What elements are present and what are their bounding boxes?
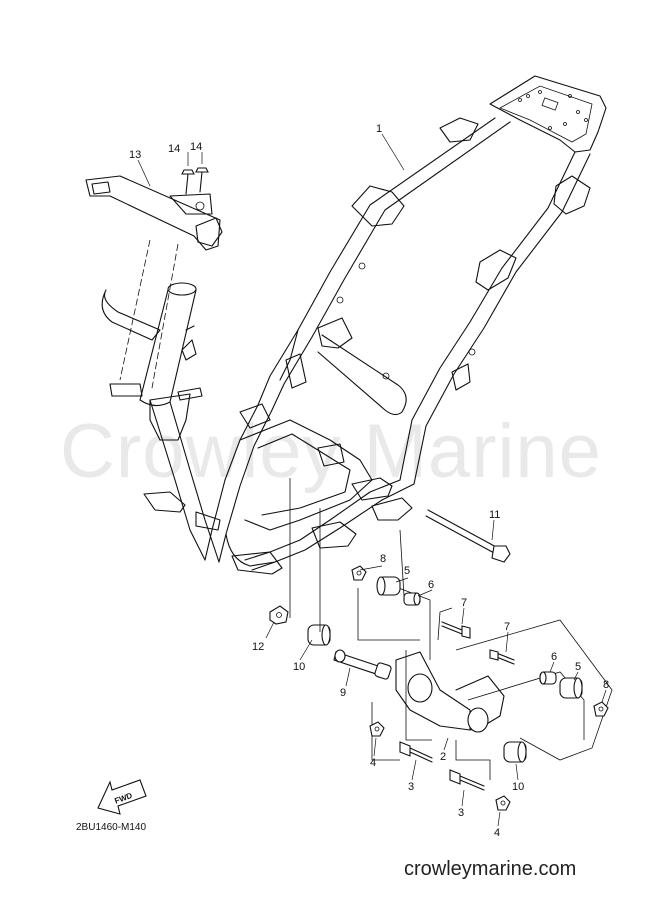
callout-5b: 5: [575, 661, 581, 673]
bolt-14b: [195, 167, 209, 193]
callout-4b: 4: [494, 827, 500, 839]
nut-4b: [495, 795, 511, 811]
bushing-10a: [307, 624, 331, 646]
callout-3b: 3: [458, 807, 464, 819]
bushing-5b: [559, 677, 583, 699]
head-pipe: [101, 282, 221, 563]
fwd-arrow-icon: FWD: [97, 779, 147, 815]
bolt-7b: [489, 649, 515, 665]
callout-10b: 10: [512, 781, 524, 793]
collar-6b: [539, 671, 557, 685]
bolt-3b: [449, 769, 485, 791]
diagram-code: 2BU1460-M140: [76, 822, 147, 833]
nut-12: [269, 605, 289, 625]
shaft-9: [333, 649, 392, 680]
engine-mount-2: [357, 579, 613, 780]
callout-6b: 6: [551, 651, 557, 663]
callout-7a: 7: [461, 597, 467, 609]
callout-5a: 5: [404, 565, 410, 577]
bolt-7a: [441, 621, 471, 639]
callout-6a: 6: [428, 579, 434, 591]
callout-14b: 14: [190, 141, 202, 153]
callout-2: 2: [440, 751, 446, 763]
nut-4a: [369, 721, 385, 737]
leader-lines: [137, 133, 607, 827]
watermark-text: Crowley Marine: [60, 409, 602, 494]
callout-9: 9: [340, 687, 346, 699]
callout-13: 13: [129, 149, 141, 161]
callout-4a: 4: [370, 757, 376, 769]
front-bracket-13: [85, 175, 223, 389]
callout-1: 1: [376, 123, 382, 135]
bolt-3a: [399, 741, 433, 763]
callout-14a: 14: [168, 143, 180, 155]
callout-3a: 3: [408, 781, 414, 793]
bolt-14a: [181, 169, 195, 195]
nut-8b: [593, 701, 609, 717]
site-url: crowleymarine.com: [404, 858, 577, 880]
guide-lines: [289, 478, 405, 632]
collar-6a: [403, 592, 421, 606]
callout-8b: 8: [603, 679, 609, 691]
callout-7b: 7: [504, 621, 510, 633]
callout-10a: 10: [293, 661, 305, 673]
bushing-5a: [376, 576, 401, 596]
callout-numbers: 1 13 14 14 11 8 5 6 7 7 6 5 8 12 10 9 2 …: [129, 123, 609, 839]
callout-11: 11: [489, 509, 500, 521]
callout-12: 12: [252, 641, 264, 653]
nut-8a: [351, 565, 367, 581]
callout-8a: 8: [380, 553, 386, 565]
main-frame: [143, 75, 607, 575]
bolt-11: [425, 509, 511, 563]
bushing-10b: [503, 741, 527, 763]
